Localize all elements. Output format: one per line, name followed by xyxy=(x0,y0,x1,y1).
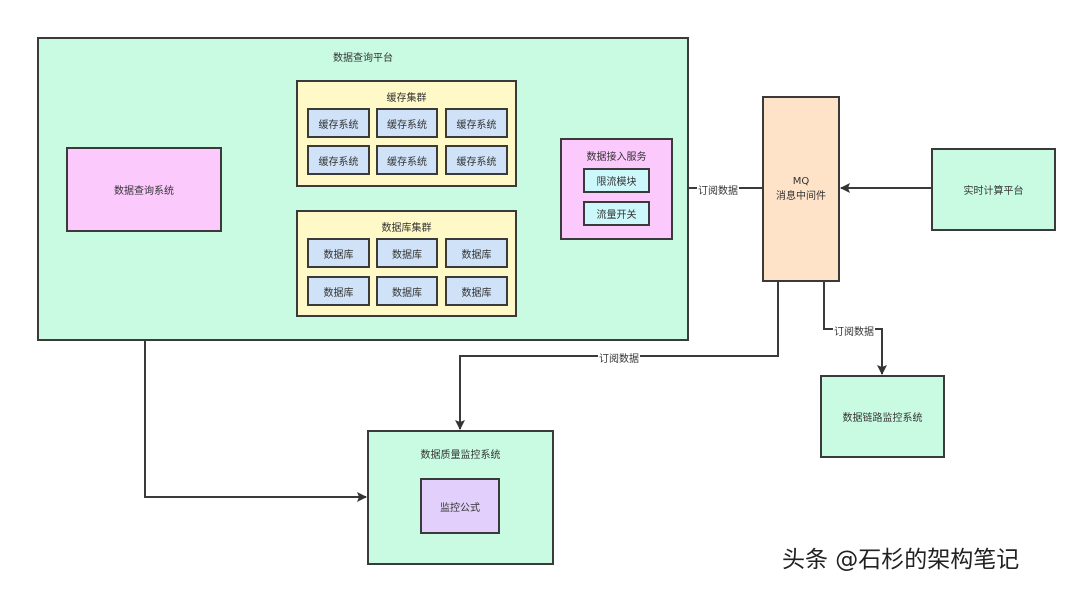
watermark: 头条 @石杉的架构笔记 xyxy=(782,547,1020,573)
cell-label: 数据库 xyxy=(461,287,492,299)
cell-label: 数据库 xyxy=(323,287,354,299)
realtime-platform-label: 实时计算平台 xyxy=(963,186,1024,197)
module-label: 限流模块 xyxy=(596,177,637,188)
platform-title: 数据查询平台 xyxy=(333,53,393,64)
lineage-monitor-label: 数据链路监控系统 xyxy=(842,413,923,424)
cell-label: 数据库 xyxy=(392,287,422,299)
data-lineage-monitor[interactable]: 数据链路监控系统 xyxy=(820,375,945,458)
edge-label-mq-to-ingest: 订阅数据 xyxy=(697,182,739,197)
cache-system-cell[interactable]: 缓存系统 xyxy=(376,108,438,138)
realtime-compute-platform[interactable]: 实时计算平台 xyxy=(931,148,1056,231)
cell-label: 缓存系统 xyxy=(318,119,359,131)
mq-label: MQ xyxy=(792,176,810,187)
database-cell[interactable]: 数据库 xyxy=(307,276,370,306)
cell-label: 数据库 xyxy=(323,249,354,261)
cache-system-cell[interactable]: 缓存系统 xyxy=(307,108,370,138)
database-cell[interactable]: 数据库 xyxy=(445,276,508,306)
data-query-system[interactable]: 数据查询系统 xyxy=(66,147,222,232)
module-label: 流量开关 xyxy=(596,210,637,221)
cache-system-cell[interactable]: 缓存系统 xyxy=(445,108,508,138)
cache-system-cell[interactable]: 缓存系统 xyxy=(307,145,370,175)
cell-label: 缓存系统 xyxy=(456,119,497,131)
cache-cluster-title: 缓存集群 xyxy=(386,93,427,104)
database-cell[interactable]: 数据库 xyxy=(376,238,438,268)
database-cell[interactable]: 数据库 xyxy=(445,238,508,268)
cell-label: 缓存系统 xyxy=(387,156,427,168)
mq-middleware[interactable]: MQ 消息中间件 xyxy=(762,96,840,282)
database-cluster-title: 数据库集群 xyxy=(381,223,432,234)
mq-sublabel: 消息中间件 xyxy=(776,191,826,202)
edge-label-mq-to-lineage: 订阅数据 xyxy=(833,323,875,338)
cell-label: 数据库 xyxy=(392,249,422,261)
database-cell[interactable]: 数据库 xyxy=(376,276,438,306)
cell-label: 缓存系统 xyxy=(318,156,359,168)
ingest-service-title: 数据接入服务 xyxy=(586,152,647,163)
cell-label: 数据库 xyxy=(461,249,492,261)
rate-limit-module[interactable]: 限流模块 xyxy=(583,168,650,193)
cache-system-cell[interactable]: 缓存系统 xyxy=(445,145,508,175)
monitor-formula[interactable]: 监控公式 xyxy=(420,478,500,534)
edge-label-mq-to-quality: 订阅数据 xyxy=(598,350,640,365)
query-system-label: 数据查询系统 xyxy=(114,186,174,197)
cell-label: 缓存系统 xyxy=(456,156,497,168)
monitor-formula-label: 监控公式 xyxy=(440,502,480,514)
traffic-switch-module[interactable]: 流量开关 xyxy=(583,201,650,226)
quality-monitor-title: 数据质量监控系统 xyxy=(420,450,501,461)
cell-label: 缓存系统 xyxy=(387,119,427,131)
database-cell[interactable]: 数据库 xyxy=(307,238,370,268)
cache-system-cell[interactable]: 缓存系统 xyxy=(376,145,438,175)
